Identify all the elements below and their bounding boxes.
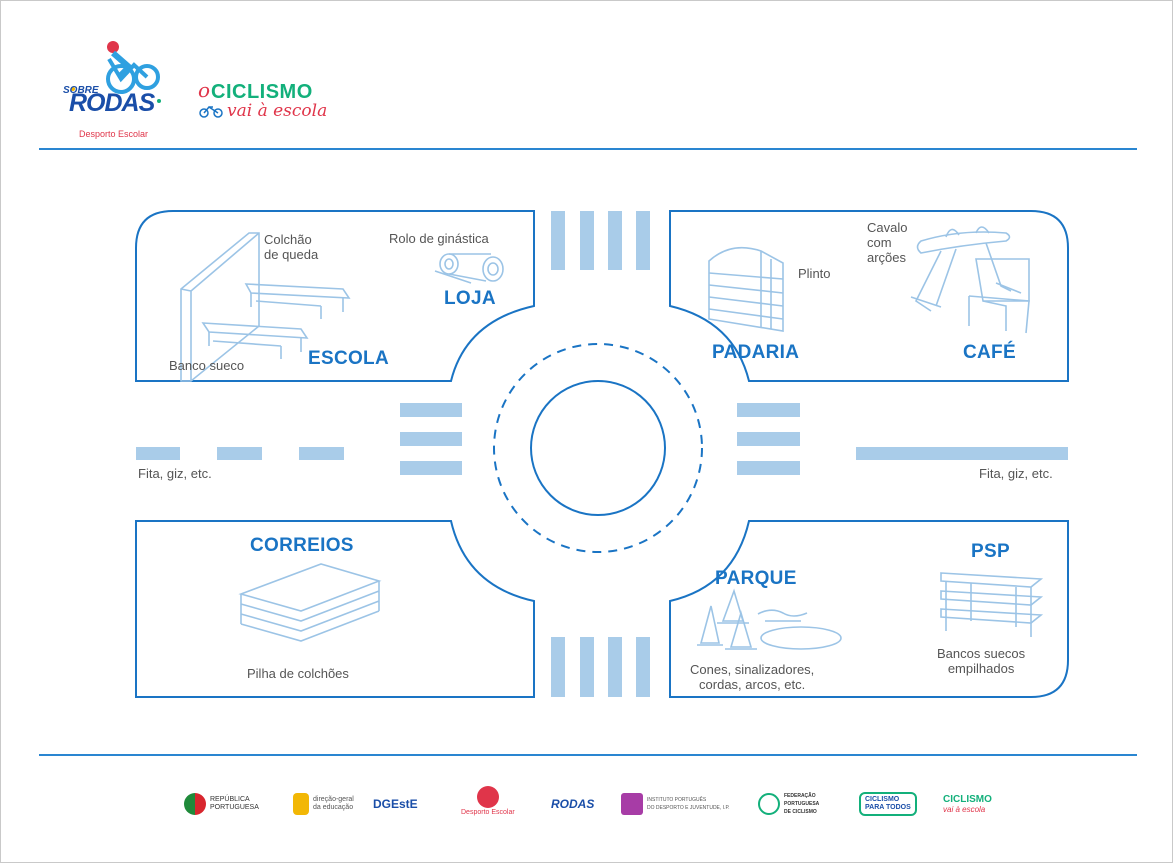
label-fita-right: Fita, giz, etc.: [979, 466, 1053, 481]
small-bike-icon: [199, 106, 223, 118]
label-cavalo: Cavalo com arções: [867, 220, 908, 265]
dge-icon: [293, 793, 309, 815]
place-correios: CORREIOS: [250, 535, 354, 556]
block-bottom-left: [135, 520, 535, 698]
sponsor-desporto-escolar: Desporto Escolar: [461, 786, 515, 822]
label-plinto: Plinto: [798, 266, 831, 281]
place-loja: LOJA: [444, 288, 496, 309]
logo-sobre-text: SOBRE: [63, 85, 99, 96]
portugal-flag-icon: [184, 793, 206, 815]
header-divider: [39, 148, 1137, 150]
block-bottom-right: [669, 520, 1069, 698]
chair-icon: [968, 258, 1030, 334]
pommel-horse-icon: [910, 226, 1022, 312]
gym-roller-icon: [434, 253, 504, 284]
lane-dash-left: [136, 447, 180, 460]
swedish-bench-icon: [201, 283, 351, 359]
label-colchao: Colchão de queda: [264, 232, 319, 262]
crosswalk-bottom: [551, 637, 565, 697]
place-escola: ESCOLA: [308, 348, 389, 369]
fpc-icon: [758, 793, 780, 815]
logo-rodas-text: RODAS: [69, 89, 155, 117]
logo-o-text: o: [198, 78, 211, 102]
roundabout-inner-circle: [530, 380, 666, 516]
label-bancos-empilhados: Bancos suecos empilhados: [937, 646, 1026, 676]
vaulting-box-icon: [708, 246, 784, 332]
sobre-rodas-bike-icon: [71, 41, 161, 103]
logo-ciclismo-text: CICLISMO: [211, 81, 313, 103]
lane-line-right: [856, 447, 1068, 460]
sponsor-sobre-rodas: RODAS: [551, 797, 595, 811]
crosswalk-right: [737, 403, 800, 417]
sponsor-republica: REPÚBLICA PORTUGUESA: [184, 786, 259, 822]
place-psp: PSP: [971, 541, 1010, 562]
sponsor-dgeste: DGEstE: [373, 797, 418, 811]
roundabout-dashed-ring: [493, 343, 703, 553]
sponsor-ciclismo-escola: CICLISMO vai à escola: [943, 794, 992, 814]
label-fita-left: Fita, giz, etc.: [138, 466, 212, 481]
crosswalk-left: [400, 403, 462, 417]
cones-icon: [697, 588, 842, 650]
place-cafe: CAFÉ: [963, 342, 1016, 363]
sponsor-ipdj: INSTITUTO PORTUGUÊS DO DESPORTO E JUVENT…: [621, 786, 730, 822]
place-padaria: PADARIA: [712, 342, 800, 363]
stacked-benches-icon: [940, 572, 1044, 637]
footer-divider: [39, 754, 1137, 756]
sponsor-ciclismo-todos: CICLISMO PARA TODOS: [859, 786, 917, 822]
sponsor-dge: direção-geral da educação: [293, 786, 354, 822]
label-banco-sueco: Banco sueco: [169, 358, 245, 373]
desporto-escolar-icon: [476, 786, 499, 808]
label-cones: Cones, sinalizadores, cordas, arcos, etc…: [690, 662, 815, 692]
mat-stack-icon: [238, 563, 382, 642]
logo-vai-text: vai à escola: [227, 101, 328, 121]
label-rolo: Rolo de ginástica: [389, 231, 489, 246]
logo-desporto-text: Desporto Escolar: [79, 129, 149, 139]
block-top-left: [135, 210, 535, 382]
crosswalk-top: [551, 211, 565, 270]
block-top-right: [669, 210, 1069, 382]
label-pilha: Pilha de colchões: [247, 666, 349, 681]
ipdj-icon: [621, 793, 643, 815]
sponsor-fpc: FEDERAÇÃO PORTUGUESA DE CICLISMO: [758, 786, 819, 822]
place-parque: PARQUE: [715, 568, 797, 589]
